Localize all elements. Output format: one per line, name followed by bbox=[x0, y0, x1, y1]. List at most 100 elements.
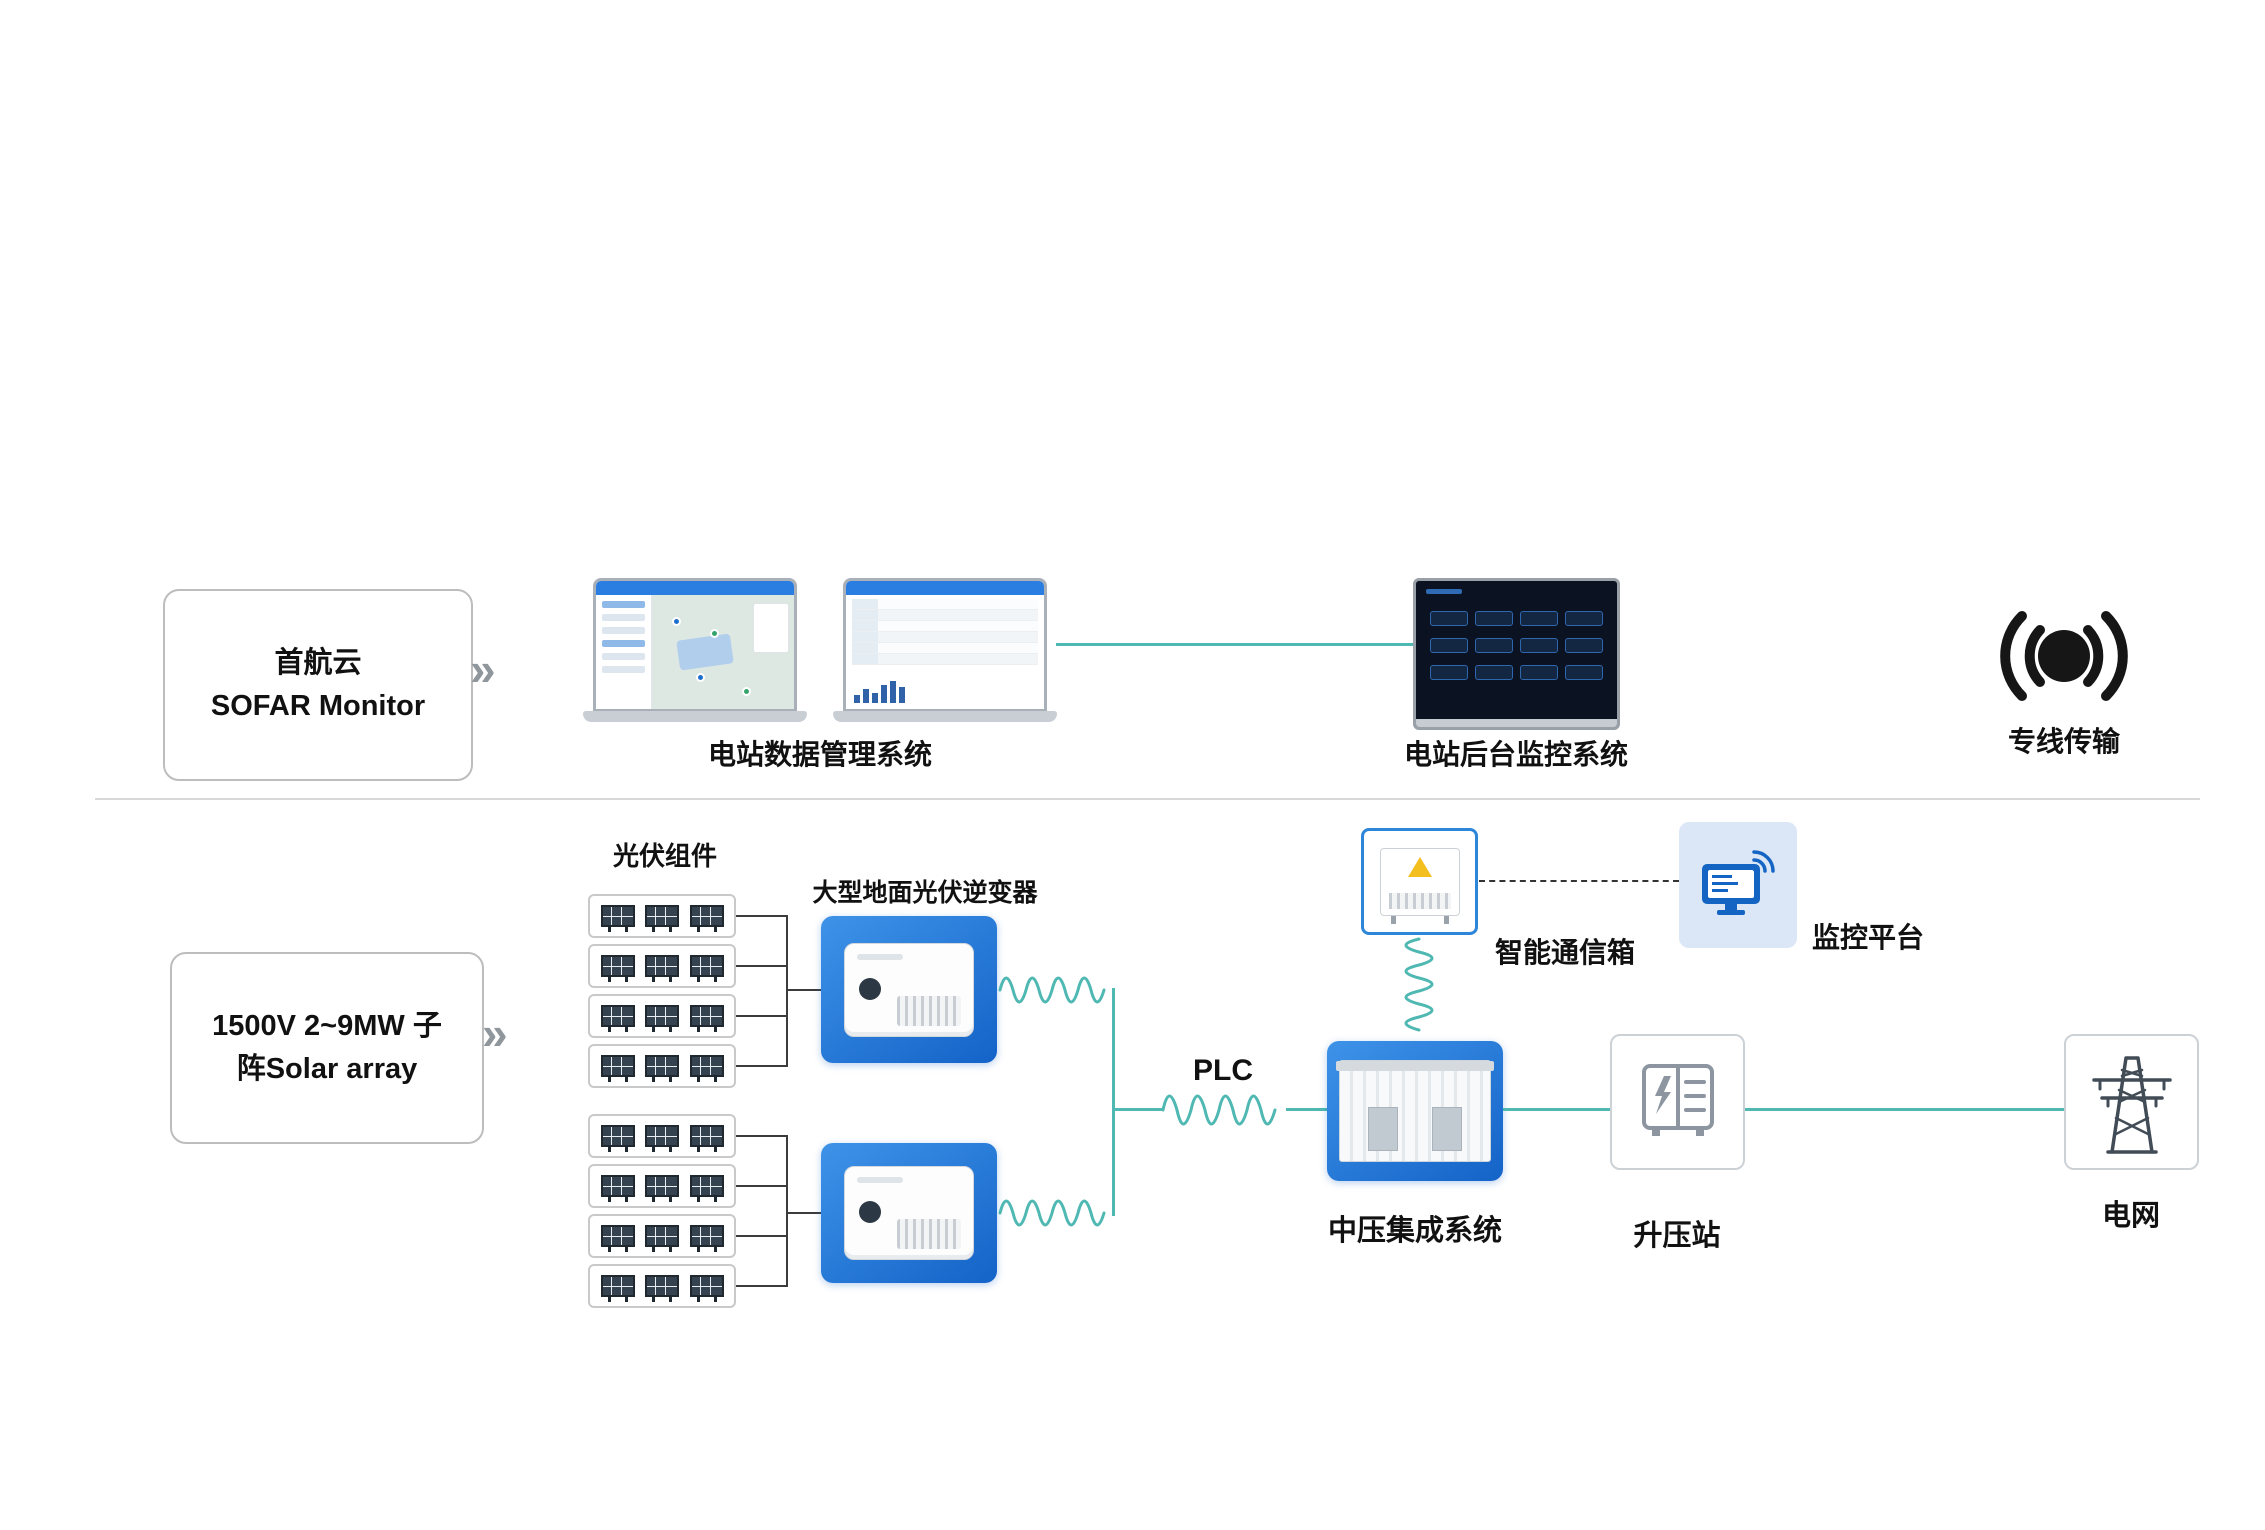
map-app-body bbox=[596, 595, 794, 709]
mv-system-label: 中压集成系统 bbox=[1327, 1215, 1502, 1247]
dc-wire bbox=[736, 1065, 788, 1067]
solar-panel-icon bbox=[600, 1175, 635, 1202]
dc-bus bbox=[786, 915, 788, 1067]
pv-panel-row bbox=[588, 1214, 736, 1258]
solar-panel-icon bbox=[689, 1225, 724, 1252]
container-door bbox=[1368, 1107, 1398, 1151]
data-management-label: 电站数据管理系统 bbox=[707, 739, 932, 770]
inverter-logo-strip bbox=[857, 1177, 903, 1183]
table-row bbox=[852, 643, 1038, 654]
screen-logo bbox=[1426, 589, 1462, 594]
app-header-bar bbox=[596, 581, 794, 595]
dc-wire bbox=[786, 989, 823, 991]
solar-panel-icon bbox=[689, 1125, 724, 1152]
warning-triangle-icon bbox=[1407, 856, 1432, 877]
monitoring-platform-label: 监控平台 bbox=[1812, 922, 1925, 953]
sofar-cloud-box: 首航云 SOFAR Monitor bbox=[163, 589, 473, 781]
chevron-right-icon: » bbox=[470, 643, 496, 695]
comm-leg bbox=[1390, 915, 1396, 924]
comm-leg bbox=[1443, 915, 1449, 924]
pv-panel-row bbox=[588, 1114, 736, 1158]
solar-panel-icon bbox=[600, 905, 635, 932]
laptop-base bbox=[833, 711, 1057, 722]
transmission-tower-icon bbox=[2091, 1056, 2172, 1154]
solar-panel-icon bbox=[600, 1275, 635, 1302]
solar-panel-icon bbox=[645, 1125, 679, 1152]
power-grid-label: 电网 bbox=[2101, 1200, 2160, 1232]
table-row bbox=[852, 610, 1038, 621]
solar-panel-icon bbox=[645, 1055, 679, 1082]
table-row bbox=[852, 599, 1038, 610]
booster-station-label: 升压站 bbox=[1633, 1220, 1721, 1252]
map-marker bbox=[710, 629, 719, 638]
map-highlight-region bbox=[676, 633, 734, 671]
solar-array-line1: 1500V 2~9MW 子 bbox=[212, 1009, 442, 1042]
dc-wire bbox=[786, 1212, 823, 1214]
laptop-data-management-map bbox=[593, 578, 797, 712]
dashed-link-line bbox=[1479, 880, 1679, 882]
section-divider bbox=[95, 798, 2200, 800]
solar-panel-icon bbox=[645, 1005, 679, 1032]
comm-device-image bbox=[1379, 847, 1460, 924]
app-header-bar bbox=[846, 581, 1044, 595]
solar-panel-icon bbox=[600, 1225, 635, 1252]
monitor-wifi-icon bbox=[1702, 850, 1775, 915]
container-roof bbox=[1336, 1061, 1494, 1071]
laptop-data-management-table bbox=[843, 578, 1047, 712]
sofar-cloud-line1: 首航云 bbox=[274, 646, 362, 679]
solar-panel-icon bbox=[689, 1055, 724, 1082]
solar-panel-icon bbox=[645, 1225, 679, 1252]
pv-panel-row bbox=[588, 944, 736, 988]
dc-wire bbox=[736, 1235, 788, 1237]
transmission-label: 专线传输 bbox=[2007, 726, 2120, 757]
container-door bbox=[1432, 1107, 1462, 1151]
pv-module-label: 光伏组件 bbox=[612, 841, 717, 871]
pv-panel-row bbox=[588, 1164, 736, 1208]
smart-comm-label: 智能通信箱 bbox=[1495, 937, 1636, 968]
dc-wire bbox=[736, 1135, 788, 1137]
mv-booster-line bbox=[1503, 1108, 1610, 1111]
pv-panel-row bbox=[588, 1264, 736, 1308]
inverter-box-2 bbox=[821, 1143, 997, 1283]
booster-station-box bbox=[1610, 1034, 1745, 1170]
map-area bbox=[652, 595, 794, 709]
inverter-logo-strip bbox=[857, 953, 903, 960]
solar-panel-icon bbox=[689, 905, 724, 932]
screen-bezel bbox=[1416, 719, 1617, 727]
inverter-box-1 bbox=[821, 916, 997, 1063]
map-app-sidebar bbox=[596, 595, 652, 709]
solar-panel-icon bbox=[689, 955, 724, 982]
comm-coil-line bbox=[1404, 937, 1434, 1032]
table-app-body bbox=[846, 595, 1044, 709]
dc-wire bbox=[736, 1015, 788, 1017]
smart-comm-box bbox=[1361, 828, 1478, 935]
mv-container-image bbox=[1336, 1060, 1494, 1162]
table-row bbox=[852, 621, 1038, 632]
ac-coil-line bbox=[998, 1199, 1106, 1227]
map-marker bbox=[672, 617, 681, 626]
table-row bbox=[852, 654, 1038, 665]
backend-monitor-screen bbox=[1413, 578, 1620, 730]
table-row bbox=[852, 632, 1038, 643]
inverter-device-image bbox=[844, 942, 974, 1037]
solar-panel-icon bbox=[645, 1175, 679, 1202]
map-marker bbox=[696, 673, 705, 682]
inverter-fan bbox=[859, 977, 881, 1000]
monitoring-platform-box bbox=[1679, 822, 1797, 948]
solar-panel-icon bbox=[600, 1005, 635, 1032]
pv-panel-row bbox=[588, 1044, 736, 1088]
plc-line bbox=[1112, 1108, 1164, 1111]
inverter-label: 大型地面光伏逆变器 bbox=[812, 879, 1038, 907]
inverter-fins bbox=[897, 995, 961, 1026]
solar-array-box: 1500V 2~9MW 子 阵Solar array bbox=[170, 952, 484, 1144]
sofar-cloud-line2: SOFAR Monitor bbox=[210, 690, 426, 722]
broadcast-signal-icon bbox=[2000, 611, 2128, 701]
map-info-card bbox=[753, 603, 789, 653]
plc-label: PLC bbox=[1193, 1054, 1253, 1087]
solar-panel-icon bbox=[689, 1175, 724, 1202]
ac-bus-line bbox=[1112, 988, 1115, 1216]
power-grid-box bbox=[2064, 1034, 2199, 1170]
backend-monitor-label: 电站后台监控系统 bbox=[1403, 739, 1628, 770]
mv-system-box bbox=[1327, 1041, 1503, 1181]
